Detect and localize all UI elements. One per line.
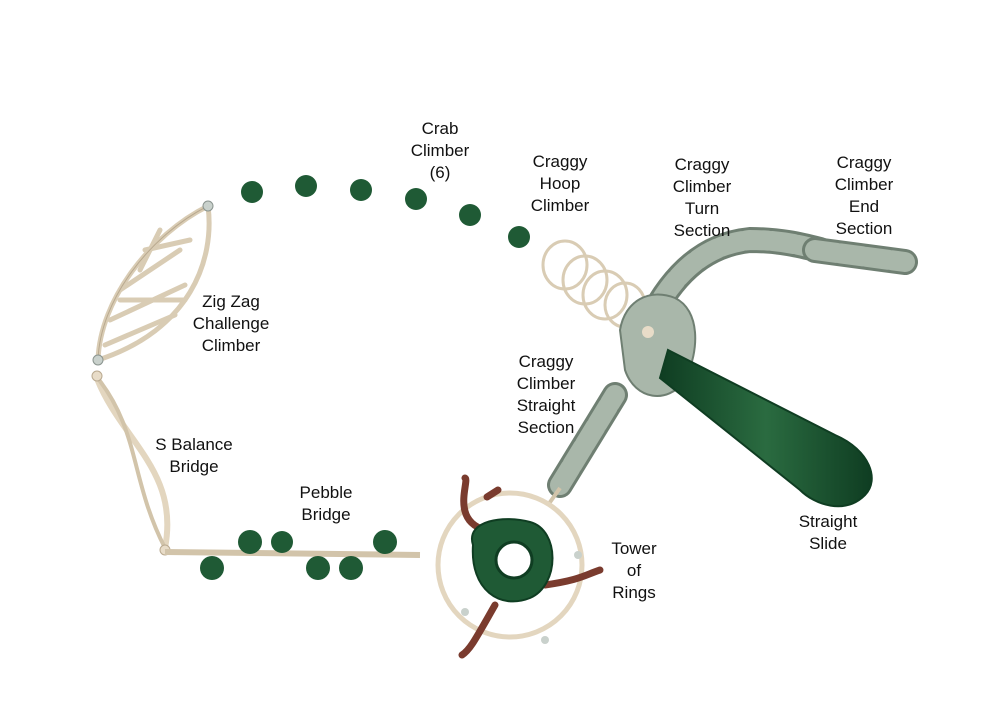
pebble-stepper-icon bbox=[306, 556, 330, 580]
crab-climber-icon bbox=[508, 226, 530, 248]
tower-of-rings bbox=[435, 474, 604, 659]
crab-climber-icon bbox=[405, 188, 427, 210]
pebble-stepper-icon bbox=[238, 530, 262, 554]
craggy-climber-end-section bbox=[802, 237, 918, 275]
label-zig-zag-climber: Zig Zag Challenge Climber bbox=[192, 292, 270, 355]
pebble-stepper-icon bbox=[373, 530, 397, 554]
pebble-bridge bbox=[164, 530, 421, 580]
s-balance-bridge bbox=[91, 370, 171, 556]
label-crab-climber: Crab Climber (6) bbox=[410, 119, 470, 182]
crab-climbers bbox=[241, 175, 530, 248]
label-s-balance-bridge: S Balance Bridge bbox=[155, 435, 233, 476]
label-craggy-hoop-climber: Craggy Hoop Climber bbox=[530, 152, 590, 215]
label-craggy-turn-section: Craggy Climber Turn Section bbox=[672, 155, 732, 240]
label-tower-of-rings: Tower of Rings bbox=[611, 539, 657, 602]
zig-zag-challenge-climber bbox=[92, 200, 214, 366]
pebble-stepper-icon bbox=[271, 531, 293, 553]
pebble-stepper-icon bbox=[200, 556, 224, 580]
label-craggy-straight-section: Craggy Climber Straight Section bbox=[516, 352, 576, 437]
label-pebble-bridge: Pebble Bridge bbox=[299, 483, 353, 524]
crab-climber-icon bbox=[295, 175, 317, 197]
craggy-climber-turn-section bbox=[637, 226, 833, 333]
slide-icon bbox=[658, 348, 873, 508]
label-craggy-end-section: Craggy Climber End Section bbox=[834, 153, 894, 238]
label-straight-slide: Straight Slide bbox=[798, 512, 858, 553]
crab-climber-icon bbox=[459, 204, 481, 226]
pebble-stepper-icon bbox=[339, 556, 363, 580]
crab-climber-icon bbox=[241, 181, 263, 203]
crab-climber-icon bbox=[350, 179, 372, 201]
